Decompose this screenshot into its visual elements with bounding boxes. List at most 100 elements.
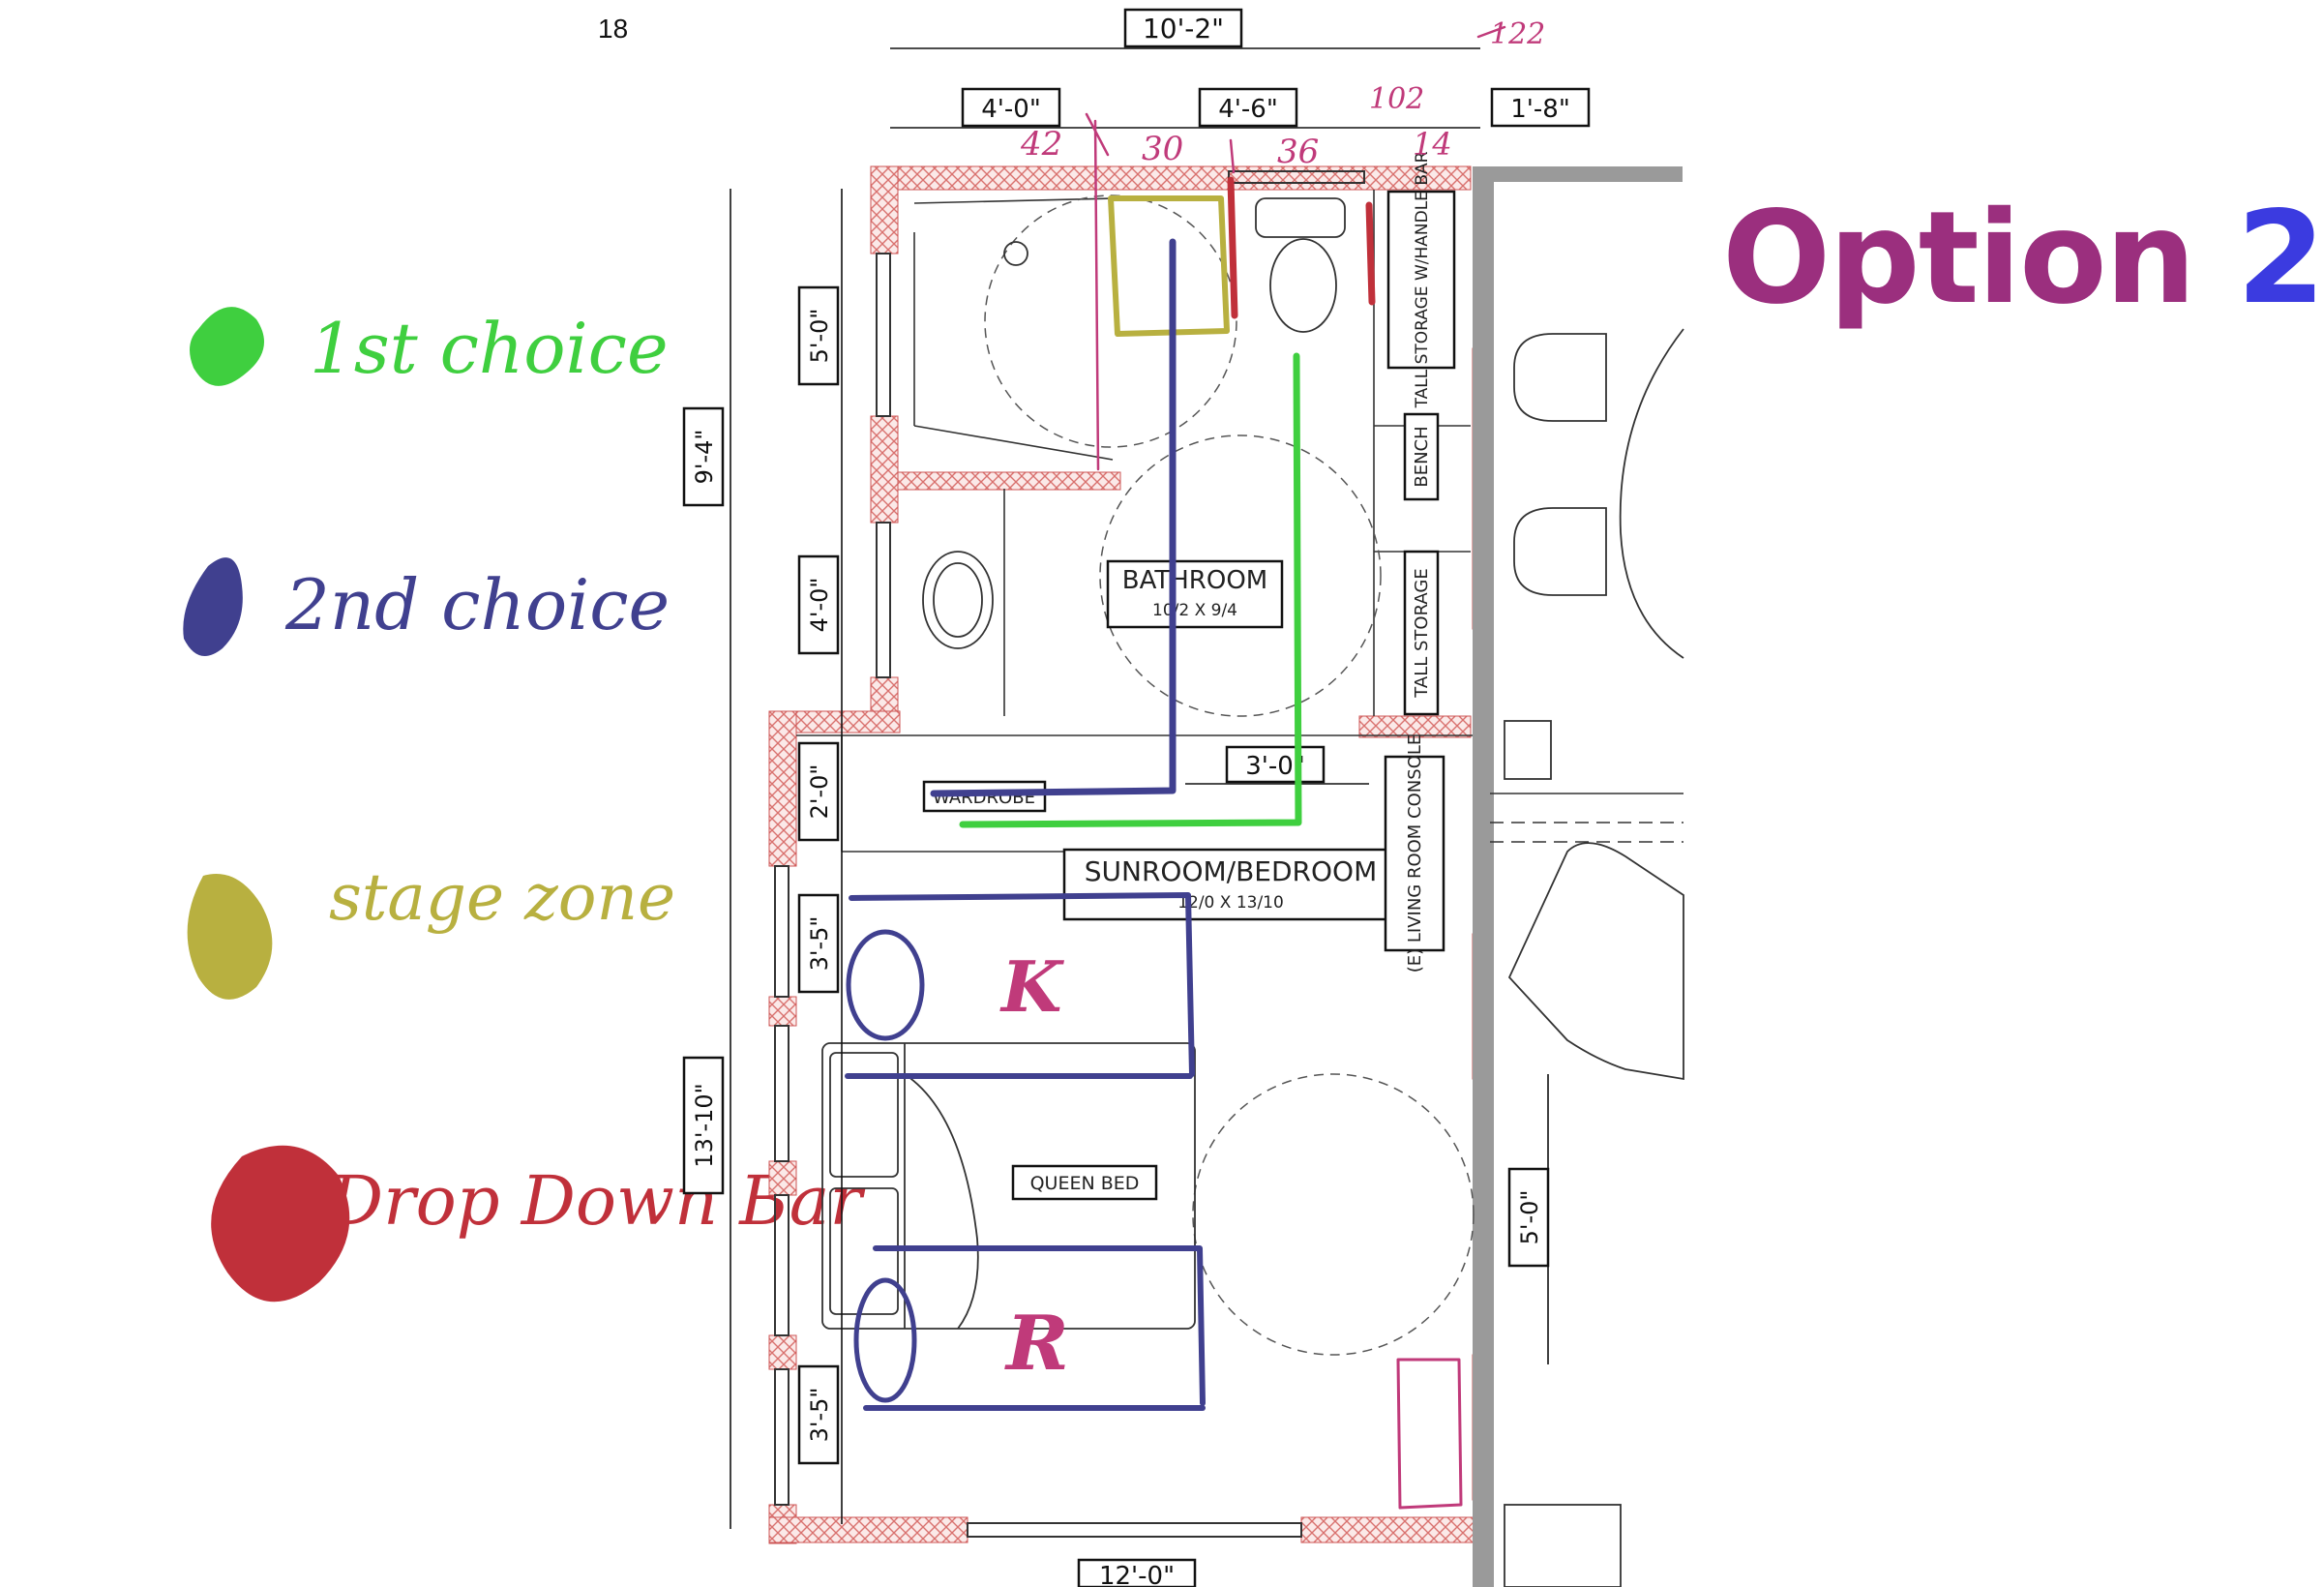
pink-tick (1476, 25, 1506, 39)
dim-right-opening: 5'-0" (1516, 1190, 1543, 1245)
second-choice-path (930, 238, 1177, 797)
measure-42: 42 (1020, 125, 1062, 164)
sunroom-name: SUNROOM/BEDROOM (1085, 855, 1378, 887)
wall-bed-left-mid (768, 996, 797, 1027)
legend-item-drop-down-bar: Drop Down Bar (211, 1145, 865, 1303)
bed-r-outline-top (873, 1245, 1206, 1406)
option-title-text: Option (1722, 184, 2196, 333)
fixtures (922, 197, 1684, 1587)
window-bed-upper (774, 865, 790, 998)
measure-36: 36 (1277, 133, 1319, 171)
pink-tick (1229, 138, 1236, 174)
wall-bath-bottom-right (1358, 715, 1472, 738)
bed-k-ring (846, 929, 925, 1041)
bed-marker-k: K (999, 945, 1064, 1028)
option-title: Option 2 (1722, 184, 2324, 333)
window-top-bath (1228, 170, 1365, 184)
measure-122: 122 (1490, 17, 1545, 51)
armchair (1507, 842, 1684, 1081)
measure-14: 14 (1413, 126, 1452, 163)
bed-k-outline-top (849, 892, 1195, 1077)
legend-swatch-green (190, 307, 264, 386)
dim-left-shower: 5'-0" (806, 309, 833, 364)
living-room-console-label: (E) LIVING ROOM CONSOLE (1405, 734, 1425, 973)
bed-r-ring (853, 1277, 917, 1403)
dim-top-total: 10'-2" (1143, 13, 1224, 45)
queen-bed (821, 1042, 1196, 1330)
room-labels: BATHROOM 10/2 X 9/4 SUNROOM/BEDROOM 12/0… (922, 151, 1456, 1201)
legend-label-second-choice: 2nd choice (284, 564, 670, 645)
window-bottom (967, 1522, 1302, 1538)
tall-storage-label: TALL STORAGE (1412, 568, 1432, 698)
legend-swatch-navy (183, 557, 243, 656)
dim-top-c: 1'-8" (1510, 95, 1570, 124)
dim-left-win-top: 3'-5" (806, 916, 833, 972)
window-bed-mid (774, 1025, 790, 1162)
option-title-number: 2 (2236, 184, 2324, 333)
wall-bath-left-mid (870, 415, 899, 524)
dimension-labels: 10'-2" 4'-0" 4'-6" 1'-8" 9'-4" 5'-0" 4'-… (682, 8, 1591, 1587)
drop-down-bar-1 (1227, 176, 1238, 319)
existing-wall-grey (1473, 166, 1494, 1587)
legend-item-first-choice: 1st choice (190, 307, 669, 389)
toilet-bowl (1269, 238, 1337, 333)
wall-bed-left-upper (768, 710, 797, 867)
tall-storage-bar-label: TALL STORAGE W/HANDLE BAR (1413, 151, 1432, 408)
dim-left-wardrobe: 2'-0" (806, 764, 833, 820)
legend-swatch-red (211, 1145, 350, 1303)
queen-bed-label: QUEEN BED (1030, 1173, 1140, 1194)
bed-marker-r: R (1004, 1300, 1069, 1388)
window-bed-low (774, 1368, 790, 1506)
legend-swatch-olive (187, 874, 273, 1000)
pillow-1 (829, 1052, 899, 1178)
legend-label-stage-zone: stage zone (329, 860, 675, 935)
wall-bed-bottom-right (1300, 1516, 1476, 1543)
wall-bed-bottom-left (768, 1516, 968, 1543)
toilet-tank (1255, 197, 1346, 238)
pink-measure-line (1093, 119, 1100, 471)
dimension-lines (730, 47, 1549, 1529)
window-bed-mid2 (774, 1194, 790, 1336)
legend-item-second-choice: 2nd choice (183, 557, 670, 656)
sunroom-size: 12/0 X 13/10 (1177, 893, 1284, 913)
pink-box (1396, 1358, 1463, 1510)
pink-tick (1085, 112, 1110, 157)
sink-basin (922, 551, 994, 649)
measure-102: 102 (1369, 82, 1424, 116)
dim-left-win-bottom: 3'-5" (806, 1388, 833, 1443)
bathroom-name: BATHROOM (1122, 566, 1267, 595)
dim-left-bedroom-total: 13'-10" (691, 1083, 718, 1167)
bottom-right-box (1504, 1504, 1622, 1587)
existing-wall-top (1494, 166, 1683, 182)
measure-30: 30 (1142, 130, 1183, 168)
wall-bath-left-upper (870, 165, 899, 255)
page-number: 18 (598, 14, 629, 44)
wall-bath-top (870, 165, 1472, 191)
dim-top-b: 4'-6" (1218, 95, 1278, 124)
dim-top-a: 4'-0" (981, 95, 1041, 124)
dim-left-sink: 4'-0" (806, 578, 833, 633)
legend-item-stage-zone: stage zone (187, 860, 675, 1000)
wall-bed-left-mid2 (768, 1160, 797, 1196)
shower-head (1003, 241, 1028, 266)
first-choice-path (959, 352, 1302, 828)
walls (768, 165, 1683, 1587)
handwritten-labels: 42 30 36 102 14 122 K R (999, 17, 1545, 1388)
legend: 1st choice 2nd choice stage zone Drop Do… (183, 307, 865, 1303)
wall-shower-bottom (897, 471, 1121, 491)
window-shower (876, 253, 891, 417)
bathroom-size: 10/2 X 9/4 (1152, 601, 1237, 620)
side-table (1504, 720, 1552, 780)
wall-bath-left-lower (870, 676, 899, 717)
wall-bed-left-low (768, 1334, 797, 1370)
dim-left-bath-total: 9'-4" (691, 430, 718, 485)
window-sink (876, 522, 891, 678)
dim-bottom-total: 12'-0" (1099, 1562, 1175, 1587)
markup-strokes (845, 25, 1506, 1510)
bench-label: BENCH (1412, 426, 1432, 487)
drop-down-bar-2 (1365, 201, 1376, 306)
stage-zone-box (1108, 195, 1230, 337)
chair-1 (1513, 333, 1607, 422)
chair-2 (1513, 507, 1607, 596)
